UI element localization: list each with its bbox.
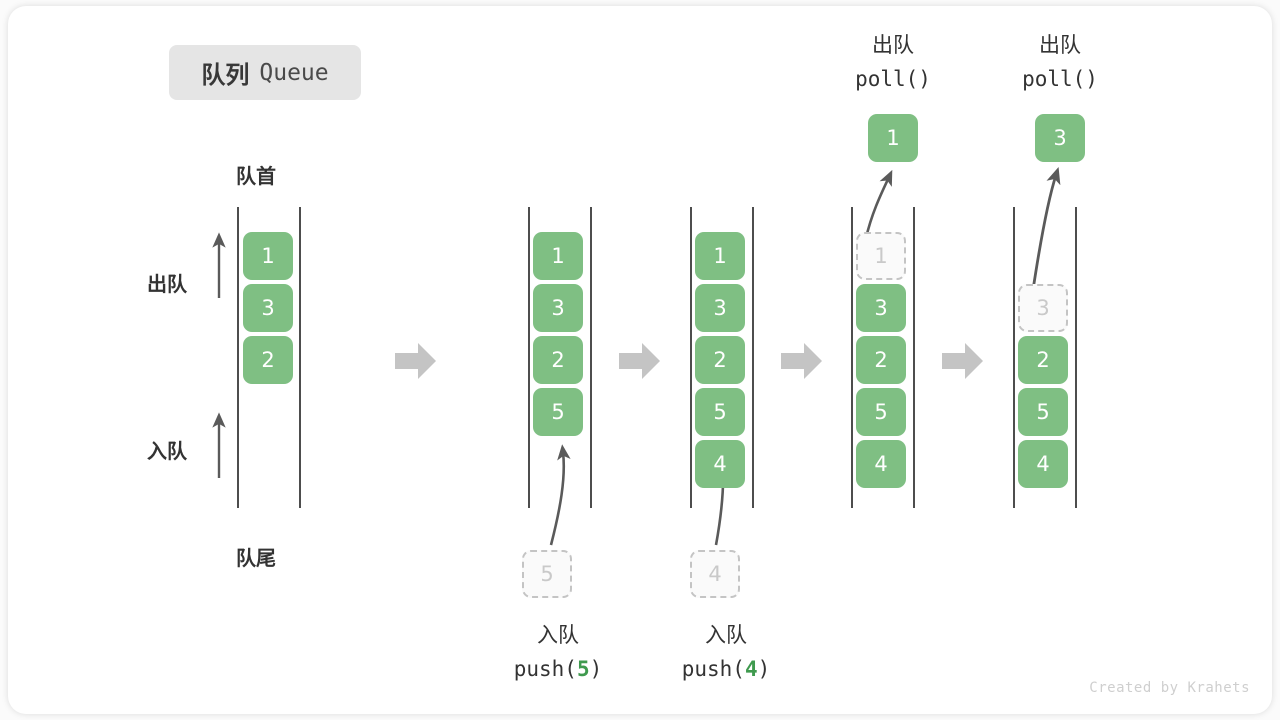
ghost-cell: 5 xyxy=(522,550,572,598)
queue-cell: 1 xyxy=(695,232,745,280)
rail-left xyxy=(528,207,530,508)
rail-left xyxy=(1013,207,1015,508)
title-english: Queue xyxy=(259,59,329,86)
caption-push-4: 入队 push(4) xyxy=(631,618,821,686)
queue-cell: 5 xyxy=(695,388,745,436)
ghost-cell: 1 xyxy=(856,232,906,280)
side-dequeue-label: 出队 xyxy=(147,272,187,296)
queue-cell: 1 xyxy=(533,232,583,280)
caption-chinese: 入队 xyxy=(537,623,579,647)
queue-cell: 4 xyxy=(695,440,745,488)
caption-chinese: 出队 xyxy=(1039,33,1081,57)
rail-right xyxy=(1075,207,1077,508)
caption-push-5: 入队 push(5) xyxy=(463,618,653,686)
ghost-cell: 3 xyxy=(1018,284,1068,332)
step-arrow-3 xyxy=(779,340,823,382)
code-suffix: ) xyxy=(918,67,931,91)
queue-cell: 5 xyxy=(856,388,906,436)
rail-left xyxy=(851,207,853,508)
caption-code: push(4) xyxy=(631,652,821,686)
step-arrow-4 xyxy=(940,340,984,382)
rail-right xyxy=(299,207,301,508)
code-suffix: ) xyxy=(757,657,771,681)
side-enqueue-label: 入队 xyxy=(147,439,187,463)
queue-cell: 4 xyxy=(856,440,906,488)
code-suffix: ) xyxy=(589,657,603,681)
rail-right xyxy=(752,207,754,508)
step-arrow-2 xyxy=(617,340,661,382)
code-prefix: push( xyxy=(681,657,745,681)
rail-left xyxy=(237,207,239,508)
rail-left xyxy=(690,207,692,508)
rail-right xyxy=(590,207,592,508)
caption-poll-3: 出队 poll() xyxy=(980,28,1140,96)
watermark: Created by Krahets xyxy=(1089,680,1250,696)
code-prefix: poll( xyxy=(1022,67,1086,91)
code-value: 4 xyxy=(744,657,758,681)
caption-chinese: 入队 xyxy=(705,623,747,647)
queue-cell: 3 xyxy=(533,284,583,332)
diagram-title-badge: 队列 Queue xyxy=(169,45,361,100)
queue-cell: 3 xyxy=(243,284,293,332)
code-prefix: push( xyxy=(513,657,577,681)
caption-code: poll() xyxy=(813,62,973,96)
caption-code: push(5) xyxy=(463,652,653,686)
code-value: 5 xyxy=(576,657,590,681)
title-chinese: 队列 xyxy=(201,61,250,89)
rail-right xyxy=(913,207,915,508)
queue-cell: 3 xyxy=(856,284,906,332)
popped-value-cell: 1 xyxy=(868,114,918,162)
caption-code: poll() xyxy=(980,62,1140,96)
queue-cell: 4 xyxy=(1018,440,1068,488)
queue-cell: 2 xyxy=(1018,336,1068,384)
code-suffix: ) xyxy=(1085,67,1098,91)
popped-value-cell: 3 xyxy=(1035,114,1085,162)
queue-cell: 5 xyxy=(1018,388,1068,436)
queue-tail-label: 队尾 xyxy=(236,546,276,570)
queue-cell: 5 xyxy=(533,388,583,436)
queue-cell: 2 xyxy=(533,336,583,384)
queue-cell: 2 xyxy=(695,336,745,384)
code-prefix: poll( xyxy=(855,67,919,91)
ghost-cell: 4 xyxy=(690,550,740,598)
queue-cell: 3 xyxy=(695,284,745,332)
queue-head-label: 队首 xyxy=(236,164,276,188)
queue-cell: 2 xyxy=(243,336,293,384)
queue-cell: 2 xyxy=(856,336,906,384)
caption-poll-1: 出队 poll() xyxy=(813,28,973,96)
queue-cell: 1 xyxy=(243,232,293,280)
caption-chinese: 出队 xyxy=(872,33,914,57)
step-arrow-1 xyxy=(393,340,437,382)
